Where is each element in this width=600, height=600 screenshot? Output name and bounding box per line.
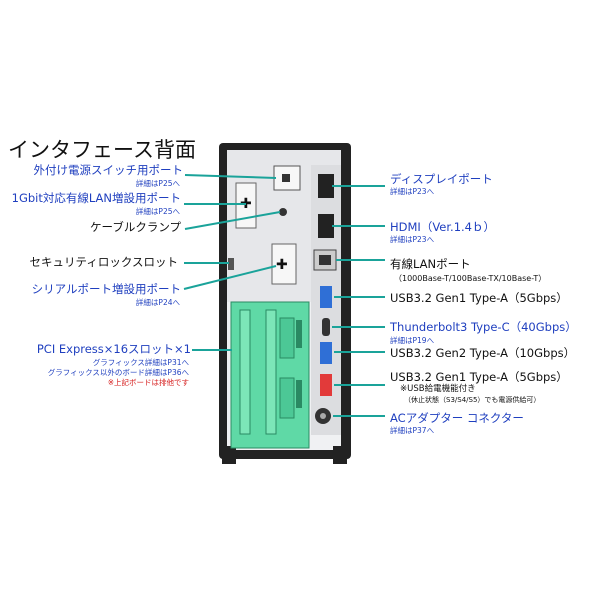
sub-lan-exp: 詳細はP25へ	[135, 207, 180, 216]
label-sw-port: 外付け電源スイッチ用ポート	[33, 163, 184, 177]
label-lan: 有線LANポート	[390, 257, 471, 271]
displayport-icon	[318, 174, 334, 198]
serial-expansion-cover	[271, 243, 297, 285]
sub-usb3-1: ※USB給電機能付き	[400, 384, 476, 394]
plus-icon: ✚	[276, 257, 288, 273]
sub-serial: 詳細はP24へ	[135, 298, 180, 307]
sub-display: 詳細はP23へ	[390, 187, 435, 196]
thunderbolt-port-icon	[322, 318, 330, 336]
security-slot-icon	[228, 258, 234, 270]
sub-pci-1: グラフィックス詳細はP31へ	[92, 358, 189, 367]
sub-usb3-2: （休止状態（S3/S4/S5）でも電源供給可）	[404, 396, 541, 404]
sub-sw-port: 詳細はP25へ	[135, 179, 180, 188]
label-tb3: Thunderbolt3 Type-C（40Gbps）	[390, 320, 577, 334]
callout-clamp	[184, 211, 281, 230]
label-hdmi: HDMI（Ver.1.4ｂ）	[390, 220, 495, 234]
cable-clamp-icon	[279, 208, 287, 216]
label-usb3: USB3.2 Gen1 Type-A（5Gbps）	[390, 370, 568, 384]
label-display: ディスプレイポート	[390, 172, 493, 186]
callout-serial	[183, 265, 277, 290]
usb-port-blue-icon	[320, 286, 332, 308]
label-ac: ACアダプター コネクター	[390, 411, 524, 425]
foot-left	[222, 446, 236, 464]
sub-tb3: 詳細はP19へ	[390, 336, 435, 345]
sw-port	[282, 174, 290, 182]
label-clamp: ケーブルクランプ	[90, 220, 181, 234]
callout-lines	[183, 174, 385, 417]
hdmi-icon	[318, 214, 334, 238]
label-serial: シリアルポート増設用ポート	[31, 282, 181, 296]
label-lan-exp: 1Gbit対応有線LAN増設用ポート	[11, 191, 181, 205]
sub-pci-2: グラフィックス以外のボード詳細はP36へ	[47, 368, 189, 377]
sub-hdmi: 詳細はP23へ	[390, 235, 435, 244]
label-pci: PCI Express×16スロット×1	[36, 342, 191, 356]
sub-lan: （1000Base-T/100Base-TX/10Base-T）	[394, 274, 547, 283]
sub-ac: 詳細はP37へ	[390, 426, 435, 435]
page-title: インタフェース背面	[8, 138, 196, 162]
label-security: セキュリティロックスロット	[29, 255, 178, 269]
label-usb2: USB3.2 Gen2 Type-A（10Gbps）	[390, 346, 576, 360]
note-pci: ※上記ボードは排他です	[107, 378, 189, 387]
usb-port-blue-icon	[320, 342, 332, 364]
foot-right	[333, 446, 347, 464]
usb-port-red-icon	[320, 374, 332, 396]
callout-sw	[184, 174, 277, 179]
label-usb1: USB3.2 Gen1 Type-A（5Gbps）	[390, 291, 568, 305]
